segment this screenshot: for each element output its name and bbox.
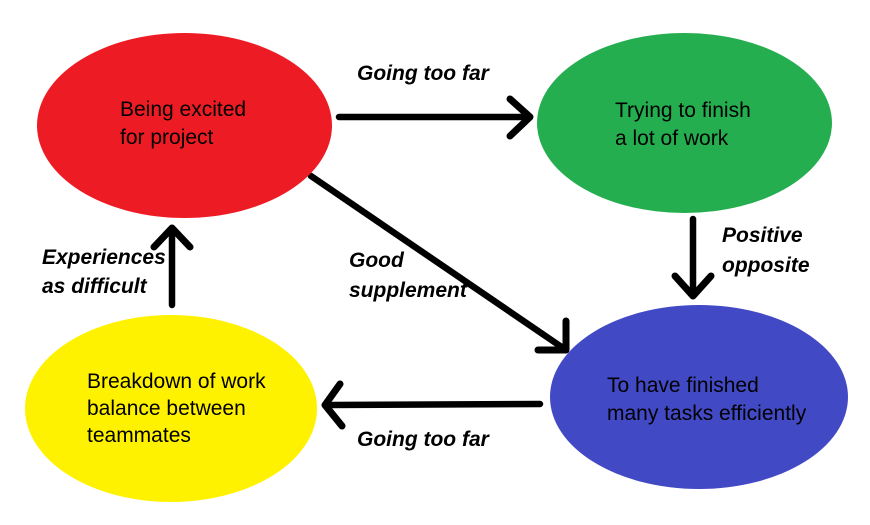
node-trying-to-finish-label: Trying to finish a lot of work: [615, 99, 751, 150]
node-being-excited-label: Being excited for project: [120, 98, 247, 149]
arrow-finish-to-tasks: [671, 215, 715, 300]
edge-label-good-supplement: Good supplement: [349, 249, 467, 302]
node-finished-tasks: To have finished many tasks efficiently: [550, 305, 848, 489]
node-work-breakdown: Breakdown of work balance between teamma…: [25, 315, 317, 502]
arrow-head-down-icon: [671, 272, 715, 300]
arrow-excited-to-tasks-diagonal: [307, 172, 570, 354]
arrow-head-up-icon: [150, 224, 194, 251]
arrow-excited-to-finish: [335, 95, 534, 140]
arrow-shaft: [327, 400, 544, 409]
edge-label-experiences-as-difficult: Experiences as difficult: [42, 246, 166, 298]
edge-label-going-too-far-top: Going too far: [357, 62, 489, 85]
edge-label-going-too-far-bottom: Going too far: [357, 428, 489, 451]
node-finished-tasks-label: To have finished many tasks efficiently: [607, 374, 807, 425]
arrow-tasks-to-breakdown: [321, 380, 544, 430]
arrow-head-right-icon: [506, 95, 534, 140]
arrow-head-down-right-icon: [534, 317, 570, 354]
arrow-shaft: [307, 172, 570, 354]
node-being-excited: Being excited for project: [37, 33, 332, 218]
arrow-head-left-icon: [321, 380, 346, 430]
edge-label-positive-opposite: Positive opposite: [722, 224, 810, 277]
node-trying-to-finish: Trying to finish a lot of work: [537, 33, 832, 213]
node-work-breakdown-label: Breakdown of work balance between teamma…: [87, 370, 266, 447]
arrow-breakdown-to-excited: [150, 224, 194, 309]
